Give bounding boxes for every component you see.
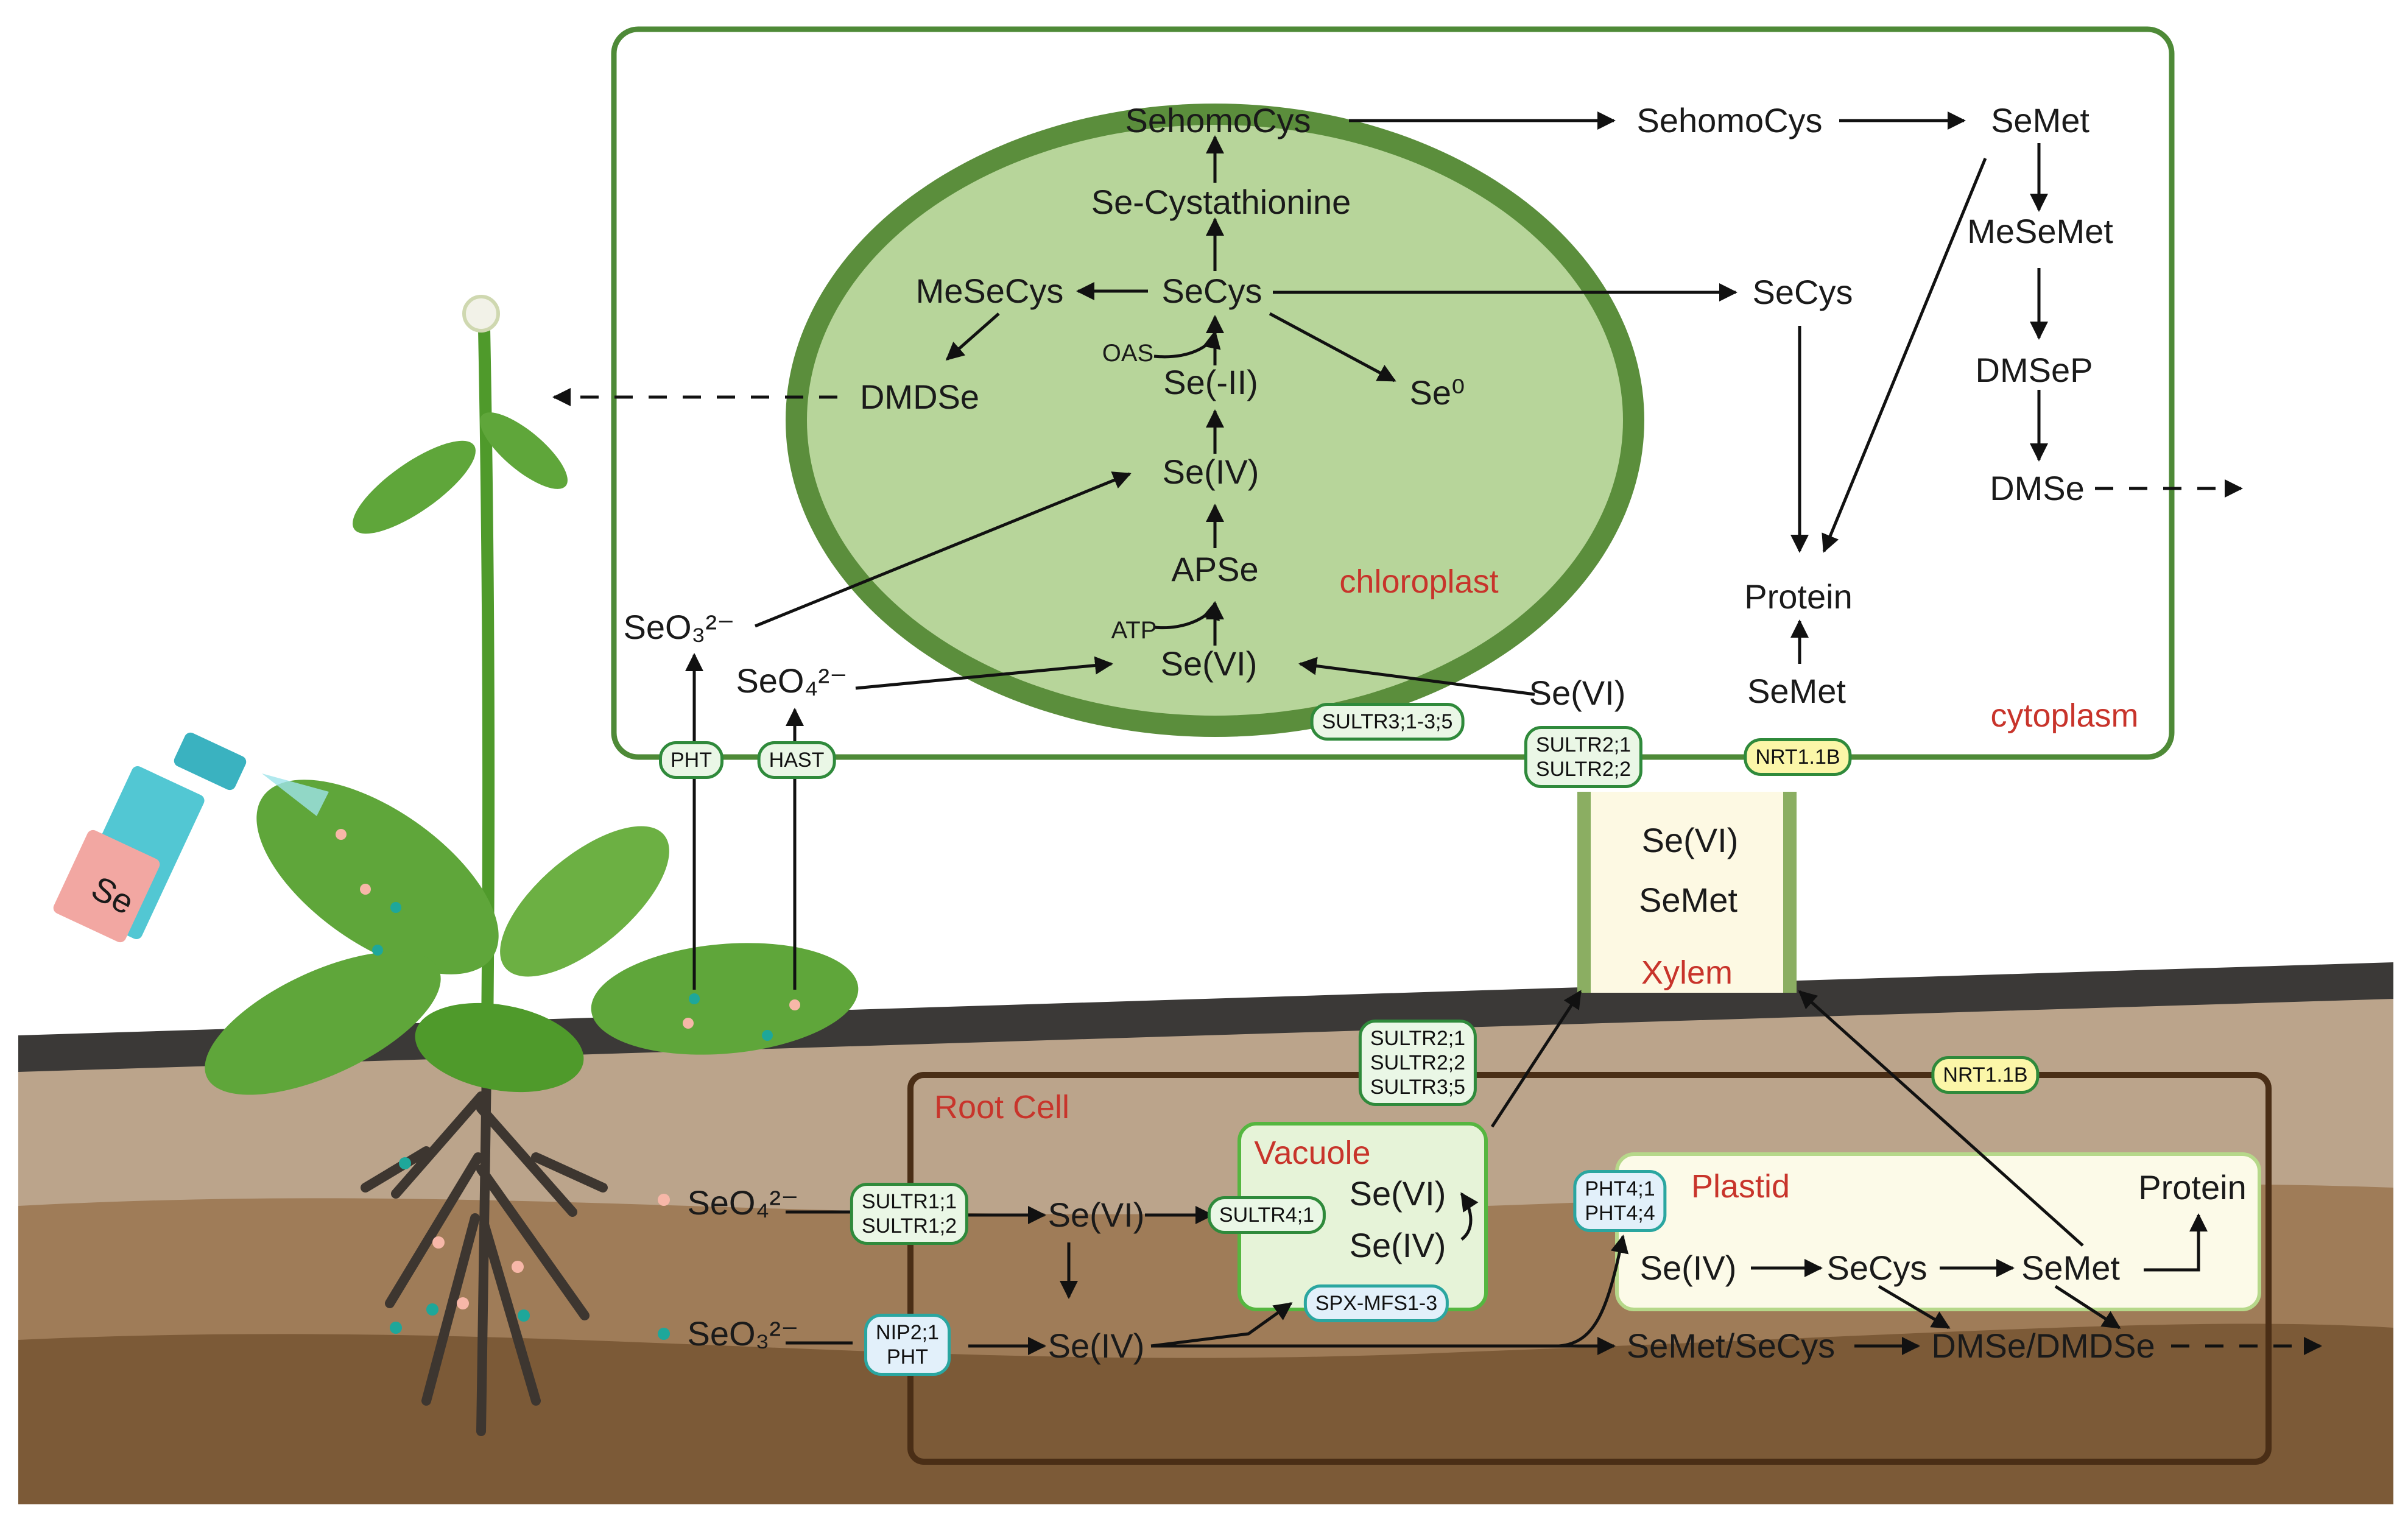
arrow-root-to-xylem	[1490, 990, 1582, 1128]
transporter-nrt-leaf: NRT1.1B	[1744, 738, 1852, 776]
transporter-sultr4: SULTR4;1	[1207, 1196, 1326, 1234]
xylem-label: Xylem	[1641, 954, 1733, 991]
arrow-pl-secys-to-dmse	[1878, 1284, 1951, 1330]
selenium-particles	[336, 829, 800, 1340]
leaf-upper-left	[353, 440, 476, 534]
root-cell-label: Root Cell	[934, 1089, 1070, 1126]
node-se-vi-chloroplast: Se(VI)	[1160, 644, 1258, 683]
transporter-spx-mfs: SPX-MFS1-3	[1303, 1284, 1449, 1322]
node-dmdse-chloroplast: DMDSe	[859, 378, 980, 416]
node-sehomocys-cytoplasm: SehomoCys	[1636, 101, 1823, 139]
node-protein-cytoplasm: Protein	[1744, 577, 1853, 616]
flower-head	[462, 295, 500, 333]
node-xylem-semet: SeMet	[1639, 881, 1737, 919]
leaf-large-right	[591, 943, 859, 1055]
node-se-iv-chloroplast: Se(IV)	[1162, 453, 1259, 491]
cytoplasm-label: cytoplasm	[1990, 697, 2139, 734]
node-dmse-dmdse: DMSe/DMDSe	[1931, 1326, 2155, 1365]
node-xylem-se-vi: Se(VI)	[1641, 821, 1739, 859]
spray-bottle	[53, 732, 329, 943]
node-root-selenate: SeO₄²⁻	[687, 1183, 799, 1222]
node-vacuole-se-vi: Se(VI)	[1349, 1174, 1446, 1213]
root-cell-outline	[907, 1072, 2272, 1465]
xylem-vessel	[1577, 792, 1797, 993]
transporter-hast: HAST	[757, 741, 836, 779]
leaf-mid-right	[500, 826, 669, 977]
node-vacuole-se-iv: Se(IV)	[1349, 1226, 1446, 1264]
arrow-seiv-to-spx	[1150, 1302, 1293, 1348]
vacuole-label: Vacuole	[1254, 1135, 1371, 1171]
arrow-cyto-sevi-to-chloroplast	[1298, 657, 1535, 696]
transporter-nrt-root: NRT1.1B	[1931, 1056, 2040, 1094]
plastid-label: Plastid	[1691, 1168, 1790, 1205]
node-apse: APSe	[1171, 550, 1259, 588]
plant-illustration	[205, 295, 859, 1436]
pathway-arrows	[552, 111, 2322, 1355]
node-se-minus-ii: Se(-II)	[1163, 363, 1258, 401]
node-semet-secys: SeMet/SeCys	[1626, 1326, 1836, 1365]
node-root-se-iv: Se(IV)	[1047, 1326, 1145, 1365]
node-leaf-selenite: SeO₃²⁻	[623, 608, 735, 646]
node-plastid-secys: SeCys	[1826, 1249, 1927, 1287]
node-plastid-protein: Protein	[2138, 1168, 2247, 1207]
arrow-semet-to-protein	[1822, 158, 1987, 553]
leaf-upper-right	[480, 412, 568, 489]
node-secys-chloroplast: SeCys	[1161, 272, 1262, 310]
leaf-low-center	[415, 1002, 584, 1093]
node-dmse-cytoplasm: DMSe	[1990, 469, 2085, 507]
node-leaf-selenate: SeO₄²⁻	[736, 661, 848, 700]
transporter-sultr3: SULTR3;1-3;5	[1310, 703, 1465, 741]
node-mesecys: MeSeCys	[915, 272, 1064, 310]
node-semet-cytoplasm: SeMet	[1991, 101, 2089, 139]
arrow-atp-curve	[1153, 601, 1220, 630]
arrow-oas-curve	[1153, 330, 1221, 359]
node-root-se-vi: Se(VI)	[1047, 1196, 1145, 1234]
node-dmsep: DMSeP	[1975, 351, 2093, 389]
root-system	[361, 1024, 608, 1436]
node-sehomocys-chloroplast: SehomoCys	[1125, 101, 1311, 139]
arrow-mesecys-to-dmdse	[945, 312, 1000, 361]
leaf-large-left	[256, 780, 499, 974]
arrow-seiv-to-pht4	[1558, 1235, 1629, 1348]
arrow-selenate-to-sevi	[855, 656, 1113, 690]
node-se-cystathionine: Se-Cystathionine	[1091, 183, 1351, 221]
chloroplast-label: chloroplast	[1339, 563, 1499, 600]
arrow-pl-semet-to-protein	[2144, 1213, 2208, 1272]
node-oas: OAS	[1102, 340, 1154, 367]
node-atp: ATP	[1111, 617, 1157, 644]
leaf-low-left	[205, 951, 441, 1095]
node-se-vi-cytoplasm: Se(VI)	[1529, 674, 1626, 712]
node-plastid-se-iv: Se(IV)	[1639, 1249, 1737, 1287]
arrow-selenite-to-seiv	[755, 471, 1132, 628]
transporter-pht-leaf: PHT	[659, 741, 723, 779]
arrow-pl-semet-to-xylem	[1798, 990, 2084, 1247]
arrow-pl-semet-to-dmdse	[2054, 1284, 2121, 1330]
node-root-selenite: SeO₃²⁻	[687, 1314, 799, 1353]
node-mesemet: MeSeMet	[1967, 212, 2113, 250]
node-secys-cytoplasm: SeCys	[1752, 273, 1853, 311]
node-plastid-semet: SeMet	[2021, 1249, 2120, 1287]
arrow-vacuole-sevi-to-seiv	[1460, 1192, 1479, 1241]
node-semet-leaf-entry: SeMet	[1747, 672, 1846, 710]
node-se0: Se⁰	[1409, 373, 1465, 412]
arrow-secys-to-se0	[1269, 312, 1396, 382]
